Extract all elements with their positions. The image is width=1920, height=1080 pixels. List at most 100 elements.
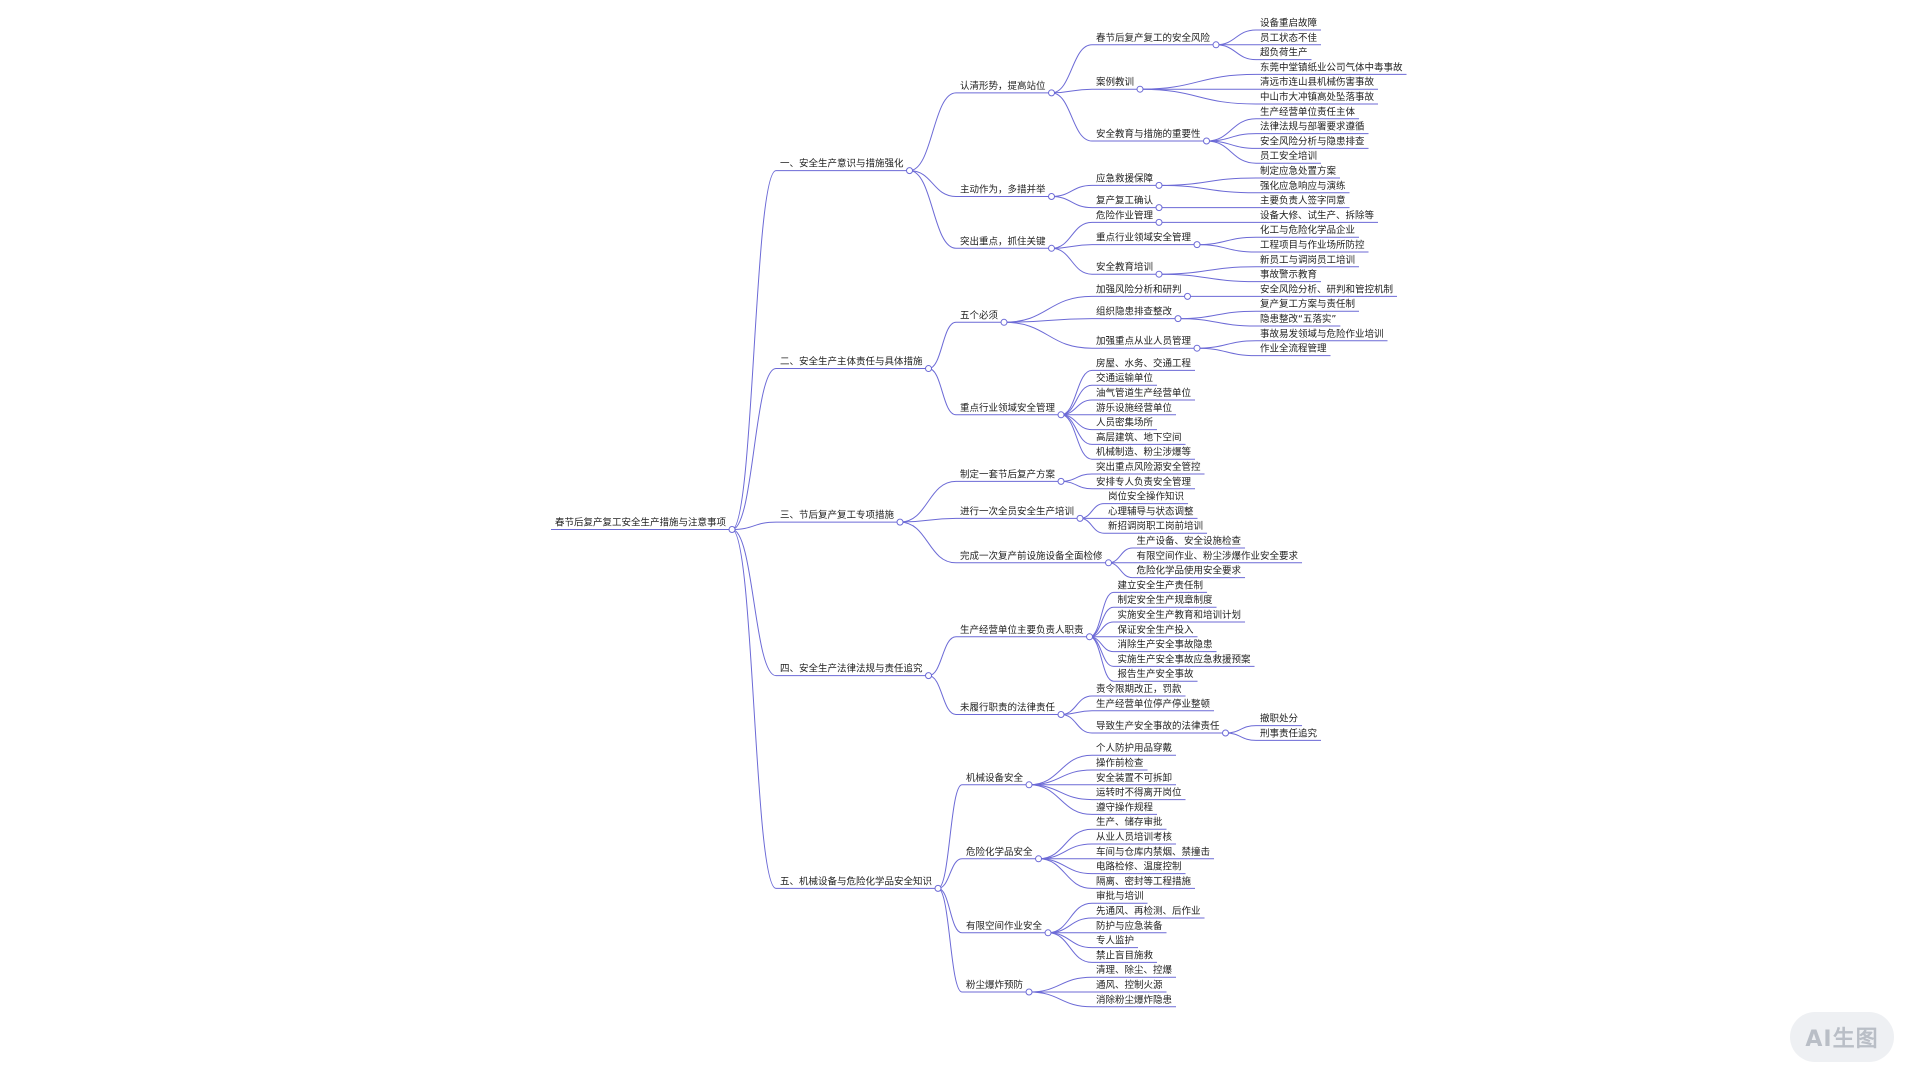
collapse-toggle-icon[interactable] [1184, 292, 1192, 300]
collapse-toggle-icon[interactable] [1025, 781, 1033, 789]
mindmap-branch-node[interactable]: 导致生产安全事故的法律责任 [1092, 720, 1230, 737]
mindmap-leaf-node[interactable]: 责令限期改正，罚款 [1092, 683, 1186, 697]
collapse-toggle-icon[interactable] [1222, 729, 1230, 737]
mindmap-leaf-node[interactable]: 生产设备、安全设施检查 [1132, 535, 1246, 549]
collapse-toggle-icon[interactable] [1057, 711, 1065, 718]
mindmap-leaf-node[interactable]: 隐患整改“五落实” [1256, 313, 1341, 327]
mindmap-branch-node[interactable]: 重点行业领域安全管理 [1092, 232, 1201, 249]
collapse-toggle-icon[interactable] [1203, 137, 1211, 145]
mindmap-leaf-node[interactable]: 危险化学品使用安全要求 [1132, 565, 1246, 579]
mindmap-leaf-node[interactable]: 个人防护用品穿戴 [1092, 742, 1177, 756]
mindmap-leaf-node[interactable]: 化工与危险化学品企业 [1256, 224, 1360, 238]
mindmap-leaf-node[interactable]: 防护与应急装备 [1092, 920, 1167, 934]
mindmap-leaf-node[interactable]: 禁止盲目施救 [1092, 949, 1158, 963]
mindmap-leaf-node[interactable]: 事故警示教育 [1256, 269, 1322, 283]
collapse-toggle-icon[interactable] [1193, 241, 1201, 249]
mindmap-leaf-node[interactable]: 制定应急处置方案 [1256, 165, 1341, 179]
mindmap-leaf-node[interactable]: 隔离、密封等工程措施 [1092, 875, 1196, 889]
mindmap-leaf-node[interactable]: 车间与仓库内禁烟、禁撞击 [1092, 846, 1215, 860]
mindmap-branch-node[interactable]: 进行一次全员安全生产培训 [956, 505, 1084, 522]
collapse-toggle-icon[interactable] [1193, 344, 1201, 352]
mindmap-leaf-node[interactable]: 刑事责任追究 [1256, 727, 1322, 741]
mindmap-leaf-node[interactable]: 电路检修、温度控制 [1092, 861, 1186, 875]
mindmap-leaf-node[interactable]: 建立安全生产责任制 [1113, 579, 1208, 593]
mindmap-leaf-node[interactable]: 新招调岗职工岗前培训 [1104, 520, 1208, 534]
mindmap-leaf-node[interactable]: 超负荷生产 [1256, 47, 1312, 61]
mindmap-leaf-node[interactable]: 员工安全培训 [1256, 150, 1322, 164]
mindmap-leaf-node[interactable]: 生产经营单位停产停业整顿 [1092, 698, 1215, 712]
mindmap-leaf-node[interactable]: 工程项目与作业场所防控 [1256, 239, 1369, 253]
mindmap-leaf-node[interactable]: 设备重启故障 [1256, 17, 1322, 31]
mindmap-leaf-node[interactable]: 新员工与调岗员工培训 [1256, 254, 1360, 268]
collapse-toggle-icon[interactable] [934, 884, 942, 892]
collapse-toggle-icon[interactable] [1048, 244, 1056, 252]
mindmap-leaf-node[interactable]: 清理、除尘、控爆 [1092, 964, 1177, 978]
mindmap-leaf-node[interactable]: 有限空间作业、粉尘涉爆作业安全要求 [1132, 550, 1303, 564]
collapse-toggle-icon[interactable] [1057, 477, 1065, 485]
collapse-toggle-icon[interactable] [1155, 270, 1163, 278]
mindmap-branch-node[interactable]: 粉尘爆炸预防 [962, 979, 1033, 996]
mindmap-branch-node[interactable]: 完成一次复产前设施设备全面检修 [956, 550, 1113, 567]
mindmap-branch-node[interactable]: 安全教育与措施的重要性 [1092, 128, 1211, 145]
mindmap-leaf-node[interactable]: 游乐设施经营单位 [1092, 402, 1177, 416]
mindmap-leaf-node[interactable]: 安排专人负责安全管理 [1092, 476, 1196, 490]
mindmap-leaf-node[interactable]: 实施安全生产教育和培训计划 [1113, 609, 1246, 623]
mindmap-leaf-node[interactable]: 运转时不得离开岗位 [1092, 787, 1186, 801]
mindmap-branch-node[interactable]: 制定一套节后复产方案 [956, 468, 1065, 485]
mindmap-branch-node[interactable]: 四、安全生产法律法规与责任追究 [776, 663, 933, 680]
mindmap-leaf-node[interactable]: 高层建筑、地下空间 [1092, 431, 1186, 445]
mindmap-leaf-node[interactable]: 中山市大冲镇高处坠落事故 [1256, 91, 1379, 105]
mindmap-leaf-node[interactable]: 通风、控制火源 [1092, 979, 1167, 993]
mindmap-leaf-node[interactable]: 员工状态不佳 [1256, 32, 1322, 46]
collapse-toggle-icon[interactable] [1174, 315, 1182, 323]
ai-generate-button[interactable]: AI生图 [1790, 1012, 1894, 1062]
mindmap-leaf-node[interactable]: 实施生产安全事故应急救援预案 [1113, 653, 1255, 667]
mindmap-branch-node[interactable]: 复产复工确认 [1092, 195, 1163, 212]
collapse-toggle-icon[interactable] [925, 672, 933, 680]
mindmap-leaf-node[interactable]: 复产复工方案与责任制 [1256, 298, 1360, 312]
collapse-toggle-icon[interactable] [1155, 204, 1163, 212]
mindmap-leaf-node[interactable]: 从业人员培训考核 [1092, 831, 1177, 845]
mindmap-leaf-node[interactable]: 制定安全生产规章制度 [1113, 594, 1217, 608]
collapse-toggle-icon[interactable] [1048, 89, 1056, 97]
mindmap-leaf-node[interactable]: 审批与培训 [1092, 890, 1148, 904]
mindmap-leaf-node[interactable]: 先通风、再检测、后作业 [1092, 905, 1205, 919]
mindmap-branch-node[interactable]: 案例教训 [1092, 76, 1144, 93]
mindmap-branch-node[interactable]: 危险作业管理 [1092, 209, 1163, 226]
mindmap-leaf-node[interactable]: 交通运输单位 [1092, 372, 1158, 386]
mindmap-branch-node[interactable]: 安全教育培训 [1092, 261, 1163, 278]
collapse-toggle-icon[interactable] [1048, 193, 1056, 200]
collapse-toggle-icon[interactable] [896, 518, 904, 526]
mindmap-branch-node[interactable]: 五、机械设备与危险化学品安全知识 [776, 875, 942, 892]
mindmap-leaf-node[interactable]: 专人监护 [1092, 935, 1139, 949]
mindmap-branch-node[interactable]: 未履行职责的法律责任 [956, 702, 1065, 718]
mindmap-branch-node[interactable]: 危险化学品安全 [962, 846, 1043, 863]
mindmap-leaf-node[interactable]: 油气管道生产经营单位 [1092, 387, 1196, 401]
mindmap-leaf-node[interactable]: 突出重点风险源安全管控 [1092, 461, 1205, 475]
collapse-toggle-icon[interactable] [1044, 929, 1052, 937]
mindmap-leaf-node[interactable]: 设备大修、试生产、拆除等 [1256, 209, 1379, 223]
mindmap-leaf-node[interactable]: 生产经营单位责任主体 [1256, 106, 1360, 120]
collapse-toggle-icon[interactable] [1155, 218, 1163, 226]
mindmap-leaf-node[interactable]: 消除粉尘爆炸隐患 [1092, 994, 1177, 1008]
mindmap-root-node[interactable]: 春节后复产复工安全生产措施与注意事项 [551, 517, 736, 533]
mindmap-leaf-node[interactable]: 保证安全生产投入 [1113, 624, 1198, 638]
collapse-toggle-icon[interactable] [1000, 318, 1008, 326]
collapse-toggle-icon[interactable] [1025, 988, 1033, 996]
mindmap-leaf-node[interactable]: 强化应急响应与演练 [1256, 180, 1350, 194]
mindmap-leaf-node[interactable]: 消除生产安全事故隐患 [1113, 639, 1217, 653]
mindmap-branch-node[interactable]: 有限空间作业安全 [962, 920, 1052, 937]
mindmap-leaf-node[interactable]: 机械制造、粉尘涉爆等 [1092, 446, 1196, 460]
mindmap-branch-node[interactable]: 春节后复产复工的安全风险 [1092, 32, 1220, 49]
mindmap-leaf-node[interactable]: 遵守操作规程 [1092, 801, 1158, 815]
mindmap-branch-node[interactable]: 加强风险分析和研判 [1092, 283, 1192, 300]
collapse-toggle-icon[interactable] [1086, 633, 1094, 641]
collapse-toggle-icon[interactable] [1035, 855, 1043, 863]
mindmap-leaf-node[interactable]: 事故易发领域与危险作业培训 [1256, 328, 1388, 342]
collapse-toggle-icon[interactable] [1136, 85, 1144, 93]
mindmap-leaf-node[interactable]: 清远市连山县机械伤害事故 [1256, 76, 1379, 90]
mindmap-leaf-node[interactable]: 东莞中堂镇纸业公司气体中毒事故 [1256, 61, 1407, 75]
mindmap-branch-node[interactable]: 生产经营单位主要负责人职责 [956, 624, 1094, 641]
mindmap-leaf-node[interactable]: 安全风险分析、研判和管控机制 [1256, 283, 1398, 297]
